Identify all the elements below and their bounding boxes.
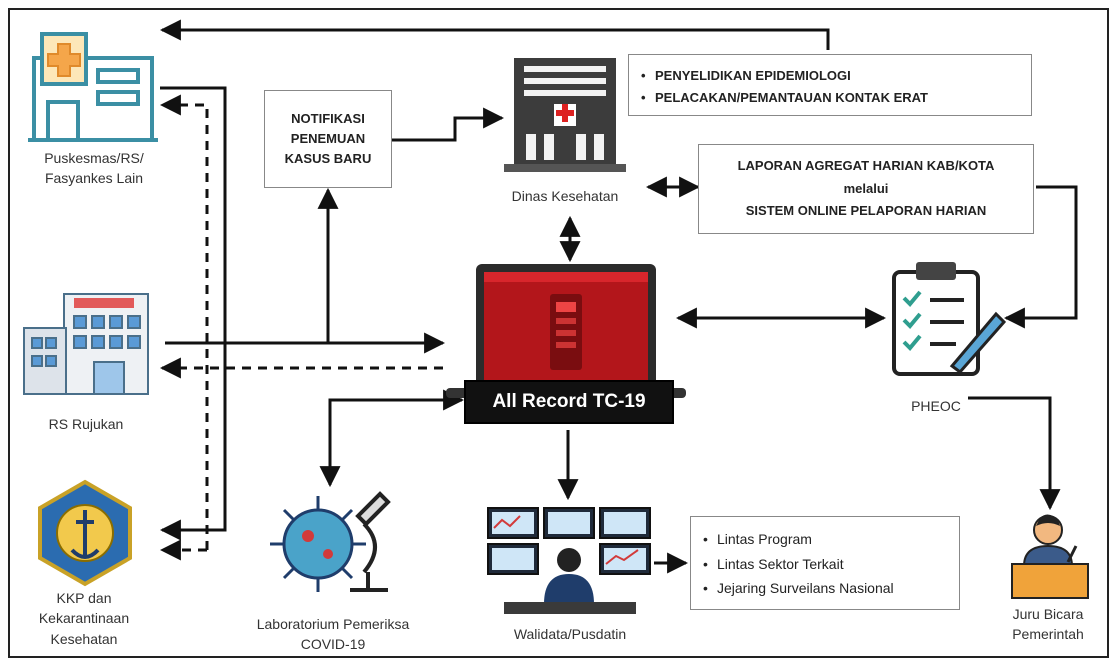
lab-label: Laboratorium Pemeriksa COVID-19 bbox=[256, 616, 410, 653]
line-pheoc-juru bbox=[968, 396, 1061, 511]
clipboard-checklist-icon bbox=[892, 262, 1006, 376]
dashed-to-puskesmas bbox=[159, 94, 209, 550]
walidata-targets-box: Lintas Program Lintas Sektor Terkait Jej… bbox=[690, 516, 960, 610]
line-dinas-to-puskesmas bbox=[159, 19, 830, 50]
line-puskesmas-bus bbox=[159, 86, 227, 541]
connector-lines bbox=[159, 19, 1078, 574]
puskesmas-label: Puskesmas/RS/ Fasyankes Lain bbox=[44, 150, 144, 187]
walidata-label: Walidata/Pusdatin bbox=[513, 626, 627, 642]
laporan-box: LAPORAN AGREGAT HARIAN KAB/KOTA melalui … bbox=[698, 144, 1034, 234]
spokesperson-podium-icon bbox=[1011, 514, 1089, 599]
target-lintas-program: Lintas Program bbox=[703, 527, 947, 552]
pheoc-label: PHEOC bbox=[911, 398, 961, 414]
office-building-icon bbox=[504, 58, 626, 172]
task-penyelidikan: PENYELIDIKAN EPIDEMIOLOGI bbox=[641, 65, 1019, 87]
notifikasi-box: NOTIFIKASI PENEMUAN KASUS BARU bbox=[264, 90, 392, 188]
line-laporan-pheoc bbox=[1003, 185, 1078, 329]
monitoring-workstation-icon bbox=[487, 507, 651, 614]
target-jejaring: Jejaring Surveilans Nasional bbox=[703, 576, 947, 601]
line-center-lab bbox=[319, 389, 465, 488]
rs-rujukan-label: RS Rujukan bbox=[48, 416, 124, 432]
center-title: All Record TC-19 bbox=[464, 380, 674, 424]
kkp-emblem-icon bbox=[38, 479, 132, 587]
dinas-label: Dinas Kesehatan bbox=[511, 188, 619, 204]
laptop-icon bbox=[446, 264, 686, 398]
hospital-icon bbox=[23, 293, 149, 395]
hospital-building-icon bbox=[28, 32, 158, 142]
dinas-tasks-box: PENYELIDIKAN EPIDEMIOLOGI PELACAKAN/PEMA… bbox=[628, 54, 1032, 116]
diagram-frame: Puskesmas/RS/ Fasyankes Lain RS Rujukan … bbox=[8, 8, 1109, 658]
virus-microscope-icon bbox=[270, 491, 391, 592]
target-lintas-sektor: Lintas Sektor Terkait bbox=[703, 552, 947, 577]
kkp-label: KKP dan Kekarantinaan Kesehatan bbox=[38, 590, 130, 647]
juru-label: Juru Bicara Pemerintah bbox=[1012, 606, 1084, 643]
laporan-text: LAPORAN AGREGAT HARIAN KAB/KOTA melalui … bbox=[737, 157, 995, 219]
task-pelacakan: PELACAKAN/PEMANTAUAN KONTAK ERAT bbox=[641, 87, 1019, 109]
line-notifikasi-to-dinas bbox=[391, 107, 505, 142]
notifikasi-text: NOTIFIKASI PENEMUAN KASUS BARU bbox=[284, 110, 372, 167]
